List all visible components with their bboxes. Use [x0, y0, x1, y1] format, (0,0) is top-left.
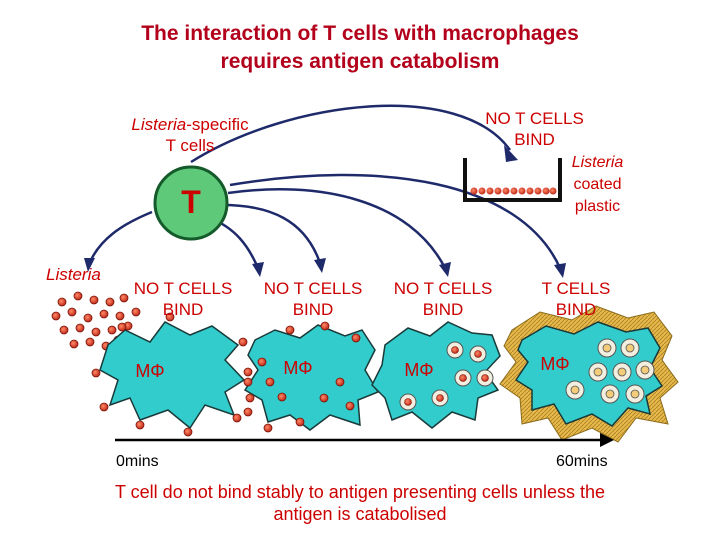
slide-title: The interaction of T cells with macropha… — [0, 20, 720, 76]
stage-3-result: NO T CELLS BIND — [380, 278, 506, 320]
macrophage-stage-1 — [91, 312, 253, 437]
stage-4-macrophage-label: MΦ — [540, 354, 570, 374]
arrowhead-stage-1 — [252, 262, 264, 277]
t-cell-symbol: T — [181, 184, 201, 220]
stage-2-result-line-2: BIND — [292, 300, 334, 319]
stage-1-result-line-1: NO T CELLS — [133, 279, 233, 298]
arrow-to-stage-2 — [221, 203, 322, 264]
stage-2-macrophage-label: MΦ — [283, 358, 313, 378]
timeline-end-label: 60mins — [556, 453, 608, 470]
plastic-result: NO T CELLS BIND — [462, 108, 607, 150]
stage-1-result: NO T CELLS BIND — [120, 278, 246, 320]
arrowhead-plastic — [504, 145, 518, 162]
t-cell-label-italic: Listeria — [131, 115, 187, 134]
arrowhead-free-listeria — [84, 258, 95, 272]
plastic-dish — [463, 158, 562, 202]
plastic-result-line-1: NO T CELLS — [485, 109, 584, 128]
caption-line-1: T cell do not bind stably to antigen pre… — [115, 482, 605, 502]
stage-3-macrophage-label: MΦ — [404, 360, 434, 380]
stage-4-result-line-2: BIND — [555, 300, 597, 319]
arrow-to-stage-3 — [227, 188, 447, 269]
plastic-label: Listeria coated plastic — [560, 152, 635, 218]
plastic-label-line-1: Listeria — [571, 154, 624, 171]
plastic-listeria-row — [470, 187, 557, 195]
stage-1-result-line-2: BIND — [162, 300, 204, 319]
stage-2-result: NO T CELLS BIND — [250, 278, 376, 320]
stage-4-result: T CELLS BIND — [520, 278, 632, 320]
arrowhead-stage-3 — [439, 262, 451, 277]
macrophage-stage-3 — [371, 321, 501, 429]
arrowhead-stage-2 — [314, 258, 326, 273]
timeline-arrow — [115, 433, 614, 447]
t-cell-label: Listeria-specific T cells — [105, 114, 275, 156]
plastic-label-line-3: plastic — [574, 198, 621, 215]
stage-1-macrophage-label: MΦ — [135, 361, 165, 381]
stage-4-result-line-1: T CELLS — [541, 279, 611, 298]
arrow-to-stage-4 — [229, 173, 562, 269]
t-cell-label-line-2: T cells — [165, 136, 215, 155]
caption-line-2: antigen is catabolised — [273, 504, 447, 524]
title-line-1: The interaction of T cells with macropha… — [141, 22, 579, 45]
free-listeria-label-text: Listeria — [46, 265, 101, 284]
arrowhead-stage-4 — [554, 263, 566, 278]
arrow-to-free-listeria — [88, 210, 153, 263]
stage-2-result-line-1: NO T CELLS — [263, 279, 363, 298]
t-cell-label-rest: -specific — [186, 115, 249, 134]
macrophage-stage-4 — [499, 305, 679, 443]
title-line-2: requires antigen catabolism — [220, 50, 500, 73]
macrophage-stage-2 — [243, 321, 380, 433]
plastic-label-line-2: coated — [573, 176, 622, 193]
plastic-result-line-2: BIND — [514, 130, 555, 149]
arrowheads — [84, 145, 566, 278]
free-listeria-label: Listeria — [46, 264, 116, 285]
stage-3-result-line-1: NO T CELLS — [393, 279, 493, 298]
t-cell — [153, 165, 229, 241]
stage-3-result-line-2: BIND — [422, 300, 464, 319]
timeline-start-label: 0mins — [116, 453, 159, 470]
caption: T cell do not bind stably to antigen pre… — [40, 481, 680, 525]
arrow-to-plastic — [190, 104, 512, 164]
